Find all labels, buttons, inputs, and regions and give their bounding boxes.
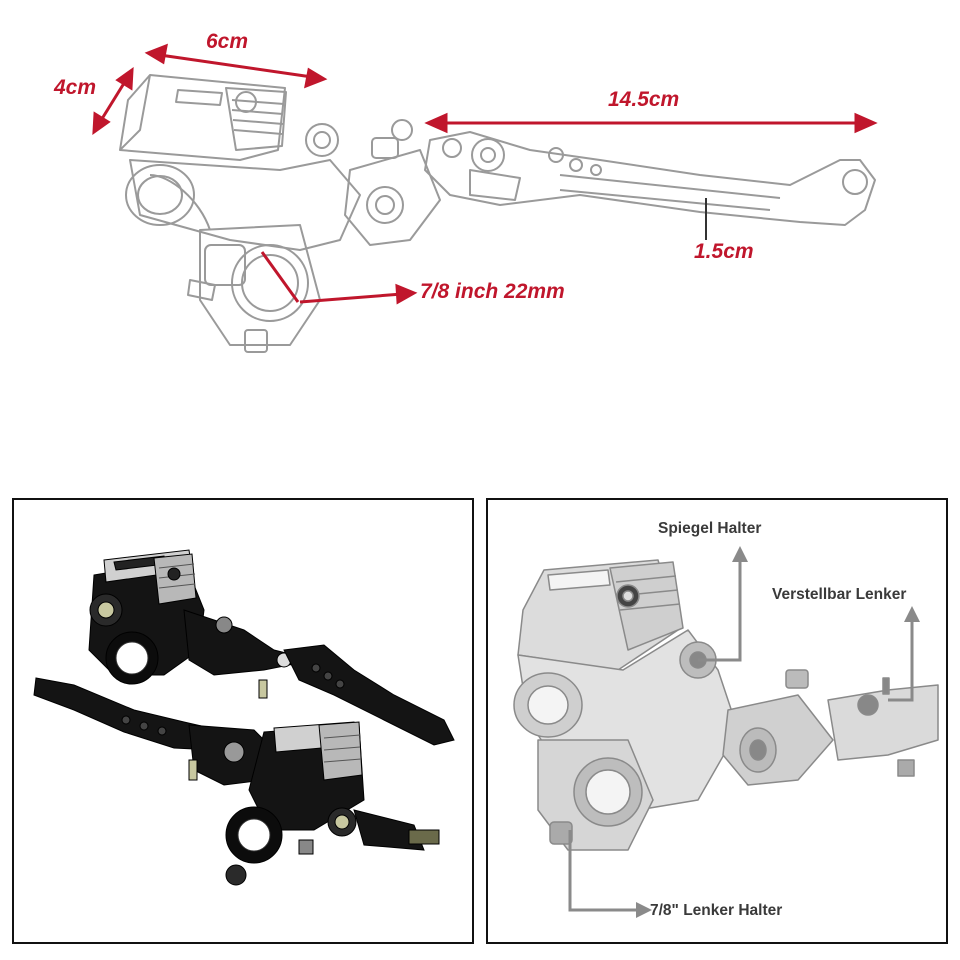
height-dimension-label: 4cm <box>54 76 97 99</box>
black-master-cylinder-pair-illustration <box>33 549 455 886</box>
silver-master-cylinder-illustration <box>513 546 939 918</box>
mirror-mount-callout: Spiegel Halter <box>658 520 762 537</box>
adjustable-lever-callout: Verstellbar Lenker <box>772 586 907 603</box>
dimension-diagram: 6cm 4cm 14.5cm 1.5cm 7/8 inch 22mm <box>0 0 960 460</box>
width-dimension-label: 6cm <box>206 30 249 53</box>
bar-diameter-dimension-label: 7/8 inch 22mm <box>420 280 565 303</box>
bar-clamp-callout: 7/8" Lenker Halter <box>650 902 783 919</box>
master-cylinder-line-drawing <box>92 43 878 353</box>
product-photo-panel <box>12 498 474 944</box>
labeled-part-panel: Spiegel Halter Verstellbar Lenker 7/8" L… <box>486 498 948 944</box>
lever-width-dimension-label: 1.5cm <box>694 240 754 263</box>
lever-length-dimension-label: 14.5cm <box>608 88 680 111</box>
